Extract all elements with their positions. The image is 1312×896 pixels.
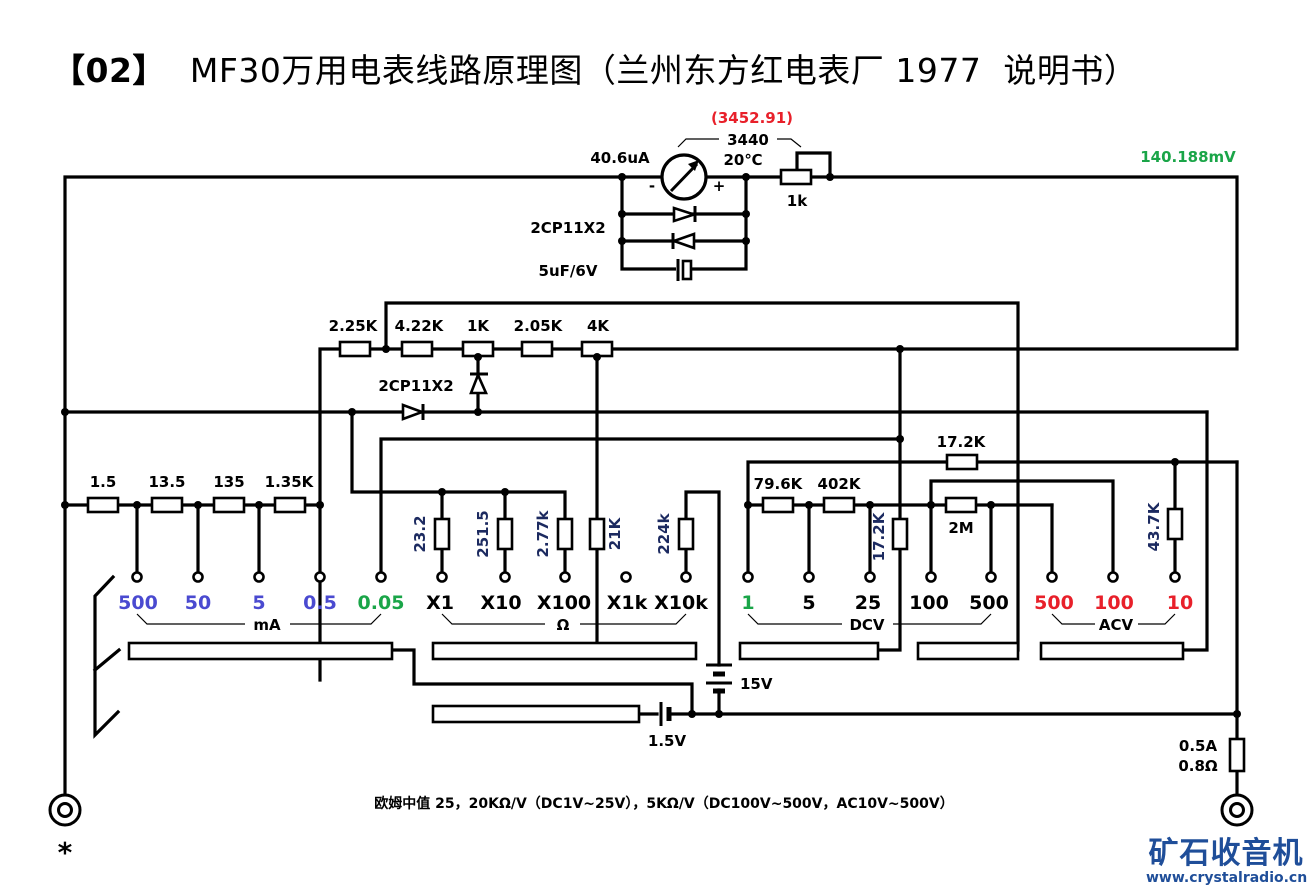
resistor-label: 224k — [655, 512, 673, 554]
switch-contacts — [127, 641, 1185, 724]
battery-15v-icon — [706, 663, 732, 694]
range-label[interactable]: 10 — [1167, 592, 1193, 614]
resistor-label: 43.7K — [1145, 501, 1163, 551]
group-unit-label: mA — [253, 616, 281, 634]
dcv-range-labels: 1 5 25 100 500 DCV — [741, 592, 1008, 634]
resistor-label: 2.25K — [329, 317, 379, 335]
resistor-label: 4K — [587, 317, 610, 335]
resistor-label: 79.6K — [754, 475, 804, 493]
group-unit-label: Ω — [557, 616, 570, 634]
meter-temperature: 20℃ — [723, 151, 762, 169]
fuse-icon — [1228, 737, 1246, 773]
resistor-label: 2.05K — [514, 317, 564, 335]
resistor-label: 402K — [818, 475, 862, 493]
battery-15v-label: 15V — [740, 675, 773, 693]
fuse-rating: 0.5A — [1179, 737, 1218, 755]
range-label[interactable]: X1k — [607, 592, 648, 614]
ma-resistors — [86, 496, 307, 514]
resistor-label: 135 — [213, 473, 244, 491]
resistor-label: 4.22K — [395, 317, 445, 335]
battery-1-5v-label: 1.5V — [648, 732, 687, 750]
range-label[interactable]: 100 — [1094, 592, 1134, 614]
range-label[interactable]: 25 — [855, 592, 881, 614]
meter-resistance-nominal: 3440 — [727, 131, 769, 149]
range-label[interactable]: 0.05 — [358, 592, 405, 614]
footnote: 欧姆中值 25，20KΩ/V（DC1V~25V），5KΩ/V（DC100V~50… — [374, 795, 953, 812]
ma-range-labels: 500 50 5 0.5 0.05 mA — [118, 592, 404, 634]
rotary-switch-blade[interactable] — [93, 574, 121, 739]
range-label[interactable]: 5 — [252, 592, 265, 614]
range-label[interactable]: 0.5 — [303, 592, 337, 614]
common-terminal-mark: * — [58, 836, 73, 869]
acv-range-labels: 500 100 10 ACV — [1034, 592, 1193, 634]
meter-diode-label: 2CP11X2 — [530, 219, 605, 237]
capacitor-label: 5uF/6V — [539, 262, 598, 280]
meter-resistance-measured: (3452.91) — [711, 109, 793, 127]
title-index: 【02】 — [52, 51, 166, 90]
resistor-label: 1.5 — [90, 473, 117, 491]
range-label[interactable]: X100 — [537, 592, 591, 614]
jack-common[interactable] — [48, 793, 82, 827]
battery-1-5v-icon — [659, 702, 672, 726]
range-label[interactable]: 500 — [118, 592, 158, 614]
resistor-label: 21K — [606, 516, 624, 550]
resistor-label: 17.2K — [937, 433, 987, 451]
brand-name: 矿石收音机 — [1148, 836, 1304, 871]
range-terminals[interactable] — [131, 571, 1181, 583]
resistor-label: 251.5 — [474, 510, 492, 557]
meter-minus: - — [649, 177, 655, 195]
shunt-resistors — [338, 340, 614, 421]
resistor-label: 13.5 — [148, 473, 185, 491]
brand-logo: 矿石收音机 www.crystalradio.cn — [1146, 836, 1308, 887]
resistor-label: 2.77k — [534, 509, 552, 557]
meter-diodes — [670, 206, 699, 282]
range-label[interactable]: 500 — [969, 592, 1009, 614]
title-text: MF30万用电表线路原理图（兰州东方红电表厂 1977 说明书） — [189, 51, 1138, 90]
galvanometer — [660, 153, 708, 201]
resistor-label: 1.35K — [265, 473, 315, 491]
range-label[interactable]: X1 — [426, 592, 454, 614]
range-label[interactable]: X10k — [654, 592, 708, 614]
group-unit-label: DCV — [849, 616, 884, 634]
range-label[interactable]: 1 — [741, 592, 754, 614]
full-scale-voltage: 140.188mV — [1140, 148, 1236, 166]
ohm-range-labels: X1 X10 X100 X1k X10k Ω — [426, 592, 708, 634]
pot-label: 1k — [787, 192, 808, 210]
meter-current: 40.6uA — [590, 149, 650, 167]
resistor-label: 1K — [467, 317, 490, 335]
fuse-resistance: 0.8Ω — [1178, 757, 1218, 775]
meter-plus: + — [713, 177, 726, 195]
diode-label: 2CP11X2 — [378, 377, 453, 395]
resistor-label: 17.2K — [870, 511, 888, 561]
resistor-label: 23.2 — [411, 515, 429, 552]
resistor-label: 2M — [948, 519, 973, 537]
range-label[interactable]: 500 — [1034, 592, 1074, 614]
junctions — [61, 173, 1241, 718]
volt-resistors — [761, 453, 1184, 551]
page-title: 【02】 MF30万用电表线路原理图（兰州东方红电表厂 1977 说明书） — [52, 44, 1137, 92]
range-label[interactable]: 50 — [185, 592, 211, 614]
group-unit-label: ACV — [1099, 616, 1134, 634]
range-label[interactable]: 100 — [909, 592, 949, 614]
jack-positive[interactable] — [1220, 793, 1254, 827]
range-label[interactable]: 5 — [802, 592, 815, 614]
ohm-resistors — [433, 517, 695, 551]
pot-1k — [779, 168, 813, 186]
group-brackets — [136, 613, 1176, 625]
brand-url[interactable]: www.crystalradio.cn — [1146, 870, 1308, 886]
range-label[interactable]: X10 — [480, 592, 521, 614]
